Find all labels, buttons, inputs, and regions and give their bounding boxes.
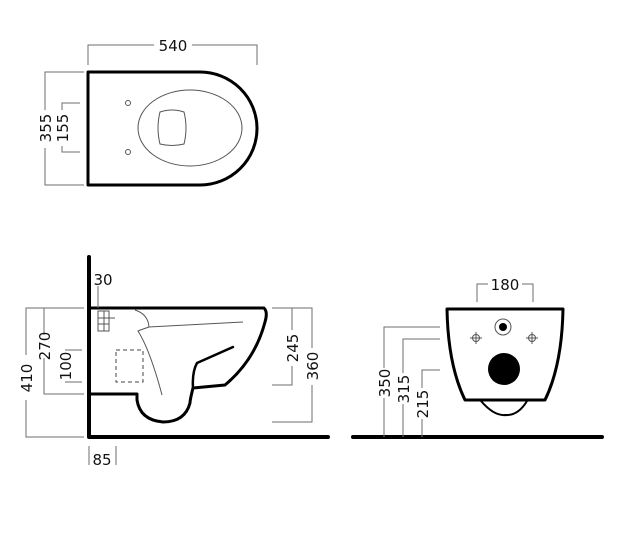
rim-inner-line	[191, 345, 235, 390]
front-view-outline	[445, 307, 565, 402]
seat-hinge-hole	[125, 149, 131, 155]
connector-detail	[98, 311, 115, 331]
wall-line	[87, 255, 330, 439]
top-view: 540 355 155	[37, 37, 259, 187]
side-view: 410 270 100 30 245 360 85	[18, 255, 330, 469]
fixing-crosshair-icon	[526, 332, 538, 344]
side-view-outline	[87, 306, 268, 424]
dimension-line-depth	[44, 71, 84, 186]
dimension-label-360: 360	[304, 352, 322, 381]
dimension-line-width	[87, 44, 258, 65]
inlet-ring	[494, 318, 512, 336]
dimension-line-360	[272, 307, 313, 423]
dimension-label-width: 540	[159, 37, 188, 55]
dimension-label-85: 85	[92, 451, 111, 469]
bowl-underside	[480, 400, 528, 417]
fixing-crosshair-icon	[470, 332, 482, 344]
seat-opening	[137, 89, 243, 167]
bowl-inner-contour	[134, 309, 244, 396]
seat-hinge-hole	[125, 100, 131, 106]
dimension-label-100: 100	[57, 352, 75, 381]
dimension-label-245: 245	[284, 334, 302, 363]
front-view: 180 350 315 215	[351, 276, 604, 439]
dimension-label-215: 215	[414, 390, 432, 419]
dimension-label-fixing: 155	[54, 114, 72, 143]
dimension-label-270: 270	[36, 332, 54, 361]
dimension-label-depth: 355	[37, 114, 55, 143]
dimension-label-410: 410	[18, 364, 36, 393]
dimension-line-315	[402, 338, 440, 437]
inlet-hole	[499, 323, 507, 331]
dimension-line-350	[383, 326, 440, 437]
dimension-line-85	[88, 446, 117, 465]
dimension-label-30: 30	[93, 271, 112, 289]
dimension-line-100	[65, 349, 82, 383]
dimension-line-215	[421, 369, 440, 437]
dimension-line-180	[476, 283, 534, 302]
concealed-fixing	[115, 349, 144, 383]
dimension-label-350: 350	[376, 369, 394, 398]
dimension-label-180: 180	[491, 276, 520, 294]
dimension-label-315: 315	[395, 375, 413, 404]
waste-outlet	[488, 353, 520, 385]
dimension-line-270	[43, 307, 84, 395]
bowl-outlet	[157, 109, 187, 146]
top-view-outline	[86, 70, 259, 187]
dimension-line-fixing	[61, 102, 80, 153]
